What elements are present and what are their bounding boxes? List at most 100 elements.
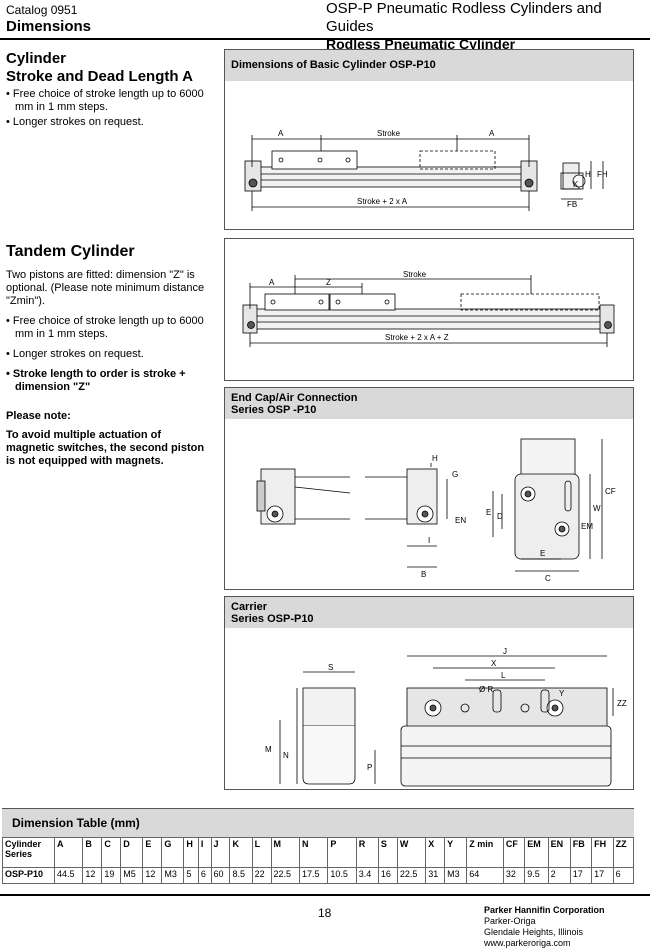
cylinder-bullet: • Longer strokes on request. — [6, 116, 144, 128]
tandem-bullet: • Longer strokes on request. — [6, 348, 144, 360]
table-cell: 3.4 — [355, 867, 379, 884]
company-division: Parker-Origa — [484, 916, 536, 926]
cylinder-bullet-text: Free choice of stroke length up to 6000 … — [12, 88, 204, 113]
cylinder-section: Cylinder Stroke and Dead Length A • Free… — [6, 50, 211, 129]
endcap-label-c: C — [545, 574, 551, 583]
endcap-label-cf: CF — [605, 487, 616, 496]
dimension-table-title: Dimension Table (mm) — [2, 809, 634, 837]
table-cell: 6 — [197, 867, 212, 884]
table-cell: M3 — [444, 867, 468, 884]
tandem-label-stroke: Stroke — [403, 270, 427, 279]
cylinder-heading-line2: Stroke and Dead Length A — [6, 68, 193, 85]
column-header: Y — [444, 837, 468, 868]
carrier-label-m: M — [265, 745, 272, 754]
column-header: W — [396, 837, 427, 868]
column-header: Cylinder Series — [2, 837, 55, 868]
endcap-title-line2: Series OSP -P10 — [231, 404, 317, 416]
column-header: H — [183, 837, 199, 868]
basic-label-total: Stroke + 2 x A — [357, 197, 408, 206]
carrier-label-y: Y — [559, 689, 565, 698]
column-header: M — [270, 837, 300, 868]
carrier-label-n: N — [283, 751, 289, 760]
column-header: G — [161, 837, 185, 868]
table-cell: 6 — [612, 867, 635, 884]
column-header: Z min — [466, 837, 504, 868]
company-name: Parker Hannifin Corporation — [484, 905, 605, 915]
basic-label-a-left: A — [278, 129, 284, 138]
tandem-bullet-text: Free choice of stroke length up to 6000 … — [12, 315, 204, 340]
column-header: A — [53, 837, 84, 868]
note-heading: Please note: — [6, 410, 71, 422]
header-right: OSP-P Pneumatic Rodless Cylinders and Gu… — [326, 0, 650, 53]
cylinder-series-cell: OSP-P10 — [2, 867, 55, 884]
company-city: Glendale Heights, Illinois — [484, 927, 584, 937]
page-number: 18 — [318, 906, 332, 920]
basic-cylinder-drawing: A Stroke A Stroke + 2 x A H FH K FB — [244, 129, 608, 211]
carrier-title-line1: Carrier — [231, 601, 268, 613]
table-cell: M5 — [120, 867, 144, 884]
column-header: E — [142, 837, 163, 868]
endcap-drawing: H G EN I B E D EM W CF E C — [256, 438, 616, 583]
basic-cylinder-title: Dimensions of Basic Cylinder OSP-P10 — [225, 50, 633, 81]
basic-label-fh: FH — [597, 170, 608, 179]
tandem-heading: Tandem Cylinder — [6, 243, 135, 260]
table-cell: 22.5 — [270, 867, 300, 884]
basic-cylinder-panel: Dimensions of Basic Cylinder OSP-P10 — [224, 49, 634, 230]
table-cell: M3 — [161, 867, 185, 884]
tandem-label-z: Z — [326, 278, 331, 287]
carrier-title-line2: Series OSP-P10 — [231, 613, 314, 625]
endcap-label-e-bottom: E — [540, 549, 545, 558]
section-title: Dimensions — [6, 18, 92, 35]
column-header: R — [355, 837, 379, 868]
column-header: S — [377, 837, 398, 868]
table-cell: 22.5 — [396, 867, 427, 884]
basic-label-fb: FB — [567, 200, 577, 209]
company-website[interactable]: www.parkeroriga.com — [484, 938, 571, 948]
endcap-label-em: EM — [581, 522, 593, 531]
tandem-intro: Two pistons are fitted: dimension "Z" is… — [6, 269, 205, 307]
table-cell: 44.5 — [53, 867, 84, 884]
column-header: EN — [547, 837, 571, 868]
column-header: FH — [591, 837, 614, 868]
tandem-order-text: Stroke length to order is stroke + dimen… — [12, 368, 186, 393]
table-cell: 2 — [547, 867, 571, 884]
column-header: FB — [569, 837, 593, 868]
carrier-label-r: Ø R — [479, 685, 493, 694]
tandem-cylinder-panel: Stroke A Z Stroke + 2 x A + Z — [224, 238, 634, 381]
column-header: P — [327, 837, 357, 868]
table-cell: 31 — [425, 867, 446, 884]
column-header: B — [82, 837, 103, 868]
cylinder-heading: Cylinder Stroke and Dead Length A — [6, 50, 211, 86]
cylinder-heading-line1: Cylinder — [6, 50, 67, 67]
cylinder-bullet-text: Longer strokes on request. — [12, 116, 144, 128]
table-cell: 5 — [183, 867, 199, 884]
endcap-label-b: B — [421, 570, 426, 579]
endcap-label-i: I — [428, 536, 430, 545]
column-header: L — [251, 837, 272, 868]
table-cell: 22 — [251, 867, 272, 884]
basic-label-stroke: Stroke — [377, 129, 401, 138]
carrier-label-l: L — [501, 671, 506, 680]
catalog-number: Catalog 0951 — [6, 3, 78, 17]
tandem-label-a: A — [269, 278, 275, 287]
endcap-label-w: W — [593, 504, 601, 513]
tandem-order-bullet: • Stroke length to order is stroke + dim… — [6, 368, 186, 393]
tandem-cylinder-drawing: Stroke A Z Stroke + 2 x A + Z — [242, 270, 615, 347]
table-cell: 17 — [569, 867, 593, 884]
column-header: I — [197, 837, 212, 868]
column-header: K — [229, 837, 253, 868]
column-header: EM — [524, 837, 549, 868]
endcap-label-d: D — [497, 512, 503, 521]
header-left: Catalog 0951 Dimensions — [6, 3, 91, 36]
endcap-label-en: EN — [455, 516, 466, 525]
table-cell: 60 — [210, 867, 231, 884]
table-cell: 17 — [591, 867, 614, 884]
endcap-label-h: H — [432, 454, 438, 463]
table-cell: 10.5 — [327, 867, 357, 884]
table-cell: 9.5 — [524, 867, 549, 884]
endcap-label-g: G — [452, 470, 458, 479]
endcap-title-line1: End Cap/Air Connection — [231, 392, 358, 404]
